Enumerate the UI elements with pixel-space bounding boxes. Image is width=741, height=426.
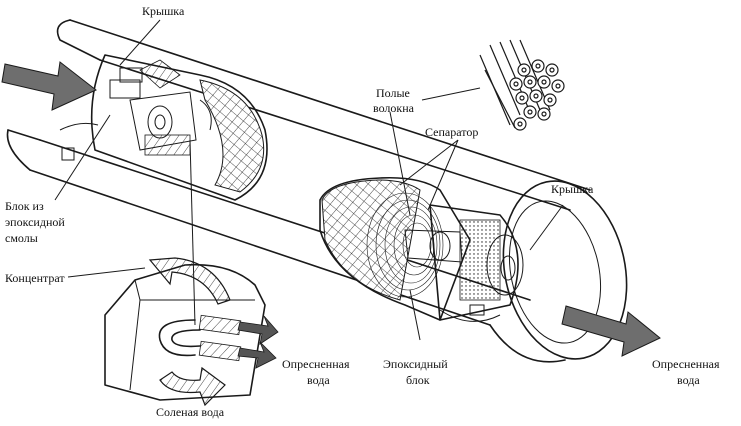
label-salt-water: Соленая вода xyxy=(156,405,225,419)
label-hollow-fibers-line1: Полые xyxy=(376,86,410,100)
fiber-layers xyxy=(366,192,444,298)
label-fresh-water-mid-line1: Опресненная xyxy=(282,357,350,371)
salt-water-inlet-arrow xyxy=(1,61,97,111)
leader-lines xyxy=(54,19,564,341)
hollow-fiber-bundle xyxy=(479,39,565,131)
right-cutaway xyxy=(319,176,524,322)
fresh-water-outlet-arrow xyxy=(561,305,661,357)
label-concentrate: Концентрат xyxy=(5,271,65,285)
tube-body xyxy=(6,19,628,363)
label-hollow-fibers-line2: волокна xyxy=(373,101,415,115)
label-cap-right: Крышка xyxy=(551,182,594,196)
label-epoxy-block-right-line1: Эпоксидный xyxy=(383,357,448,371)
label-epoxy-block-right-line2: блок xyxy=(406,373,430,387)
text-labels: Крышка Полые волокна Сепаратор Крышка Бл… xyxy=(5,4,720,419)
label-cap-top: Крышка xyxy=(142,4,185,18)
hollow-fiber-inset xyxy=(104,257,279,407)
label-fresh-water-mid-line2: вода xyxy=(307,373,330,387)
label-epoxy-block-left-line1: Блок из xyxy=(5,199,44,213)
left-cutaway xyxy=(59,54,268,201)
label-epoxy-block-left-line2: эпоксидной xyxy=(5,215,65,229)
label-fresh-water-right-line2: вода xyxy=(677,373,700,387)
label-epoxy-block-left-line3: смолы xyxy=(5,231,38,245)
label-separator: Сепаратор xyxy=(425,125,478,139)
label-fresh-water-right-line1: Опресненная xyxy=(652,357,720,371)
